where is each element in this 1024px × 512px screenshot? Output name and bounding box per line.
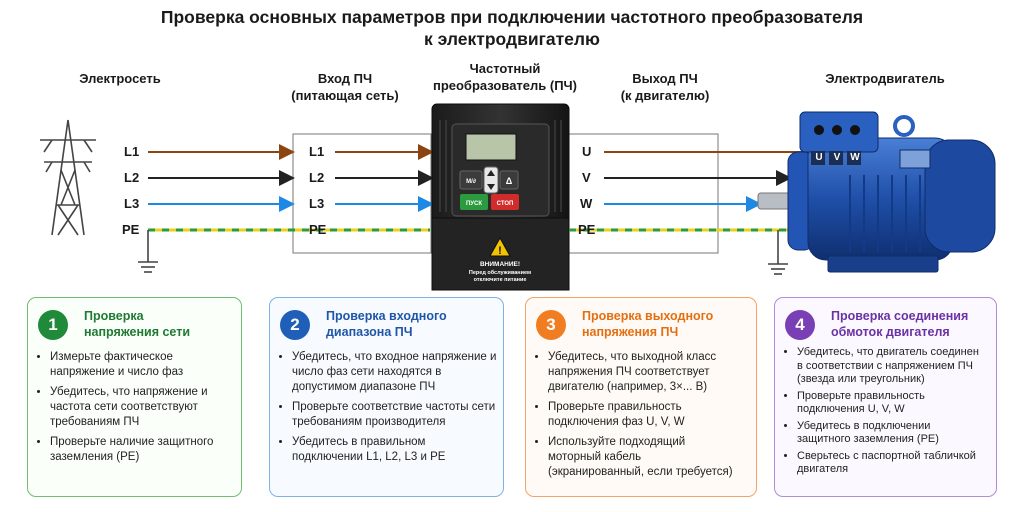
list-item: Убедитесь, что напряжение и частота сети…	[50, 385, 240, 430]
title-line-1: Проверка основных параметров при подключ…	[160, 7, 864, 27]
label-grid-l1: L1	[124, 144, 140, 159]
vfd-mode-label: M/∂	[466, 178, 476, 185]
vfd-stop-button[interactable]	[491, 194, 519, 210]
warning-line-2: Перед обслуживанием	[469, 269, 531, 276]
check-card-3: 3 Проверка выходного напряжения ПЧ Убеди…	[525, 297, 757, 497]
label-input-l3: L3	[309, 196, 325, 211]
vfd-unit: M/∂ Δ ПУСК СТОП ! ВНИМАНИЕ! Перед обслуж…	[431, 103, 570, 291]
vfd-enter-key[interactable]	[499, 170, 519, 190]
list-item: Проверьте наличие защитного заземления (…	[50, 435, 240, 465]
card-title-2-line-2: диапазона ПЧ	[326, 325, 413, 339]
vfd-run-label: ПУСК	[466, 201, 482, 207]
card-title-3-line-2: напряжения ПЧ	[582, 325, 679, 339]
header-input-line-2: (питающая сеть)	[291, 88, 399, 103]
step-number-3: 3	[536, 310, 566, 340]
step-number-2: 2	[280, 310, 310, 340]
list-item: Сверьтесь с паспортной табличкой двигате…	[797, 450, 982, 477]
header-output: Выход ПЧ (к двигателю)	[600, 70, 730, 104]
input-frame	[292, 133, 432, 254]
ground-icon-motor	[768, 230, 788, 275]
vfd-enter-label: Δ	[506, 176, 513, 186]
header-vfd-line-1: Частотный	[469, 61, 541, 76]
list-item: Убедитесь, что входное напряжение и числ…	[292, 350, 497, 395]
list-item: Измерьте фактическое напряжение и число …	[50, 350, 240, 380]
label-output-pe: PE	[578, 222, 596, 237]
card-list-2: Убедитесь, что входное напряжение и числ…	[280, 350, 497, 470]
header-grid: Электросеть	[79, 71, 161, 86]
list-item: Убедитесь в правильном подключении L1, L…	[292, 435, 497, 465]
vfd-run-button[interactable]	[460, 194, 488, 210]
check-card-2: 2 Проверка входного диапазона ПЧ Убедите…	[269, 297, 504, 497]
label-output-v: V	[582, 170, 591, 185]
card-title-1-line-1: Проверка	[84, 309, 144, 323]
terminal-w: W	[850, 152, 860, 163]
power-tower-icon	[40, 119, 96, 236]
card-title-3-line-1: Проверка выходного	[582, 309, 714, 323]
warning-line-1: ВНИМАНИЕ!	[480, 261, 520, 268]
card-title-4: Проверка соединения обмоток двигателя	[831, 308, 968, 340]
terminal-u: U	[815, 152, 823, 163]
header-motor: Электродвигатель	[825, 71, 945, 86]
header-input: Вход ПЧ (питающая сеть)	[270, 70, 420, 104]
label-grid-l2: L2	[124, 170, 140, 185]
card-title-4-line-2: обмоток двигателя	[831, 325, 950, 339]
terminal-v: V	[833, 152, 841, 163]
card-title-1: Проверка напряжения сети	[84, 308, 190, 340]
svg-text:!: !	[498, 245, 502, 257]
ground-icon-grid	[138, 230, 158, 273]
header-vfd: Частотный преобразователь (ПЧ)	[425, 60, 585, 94]
vfd-mode-key[interactable]	[459, 170, 483, 190]
label-grid-l3: L3	[124, 196, 140, 211]
list-item: Убедитесь, что двигатель соединен в соот…	[797, 346, 982, 387]
header-output-line-2: (к двигателю)	[620, 88, 710, 103]
page-title: Проверка основных параметров при подключ…	[0, 6, 1024, 50]
vfd-display	[465, 133, 517, 161]
list-item: Проверьте соответствие частоты сети треб…	[292, 400, 497, 430]
wiring-diagram: M/∂ Δ ПУСК СТОП ! ВНИМАНИЕ! Перед обслуж…	[40, 103, 996, 291]
card-list-1: Измерьте фактическое напряжение и число …	[38, 350, 240, 470]
label-input-l2: L2	[309, 170, 325, 185]
motor-icon	[757, 111, 996, 273]
label-input-pe: PE	[309, 222, 327, 237]
card-list-3: Убедитесь, что выходной класс напряжения…	[536, 350, 738, 485]
check-card-4: 4 Проверка соединения обмоток двигателя …	[774, 297, 997, 497]
check-card-1: 1 Проверка напряжения сети Измерьте факт…	[27, 297, 242, 497]
label-input-l1: L1	[309, 144, 325, 159]
card-title-2-line-1: Проверка входного	[326, 309, 447, 323]
card-title-4-line-1: Проверка соединения	[831, 309, 969, 323]
card-list-4: Убедитесь, что двигатель соединен в соот…	[785, 346, 982, 480]
label-grid-pe: PE	[122, 222, 140, 237]
list-item: Проверьте правильность подключения U, V,…	[797, 390, 982, 417]
header-output-line-1: Выход ПЧ	[632, 71, 698, 86]
card-title-2: Проверка входного диапазона ПЧ	[326, 308, 447, 340]
step-number-4: 4	[785, 310, 815, 340]
header-input-line-1: Вход ПЧ	[317, 71, 373, 86]
title-line-2: к электродвигателю	[424, 29, 600, 49]
label-output-u: U	[582, 144, 592, 159]
list-item: Используйте подходящий моторный кабель (…	[548, 435, 738, 480]
card-title-3: Проверка выходного напряжения ПЧ	[582, 308, 713, 340]
label-output-w: W	[580, 196, 593, 211]
vfd-stop-label: СТОП	[497, 201, 514, 207]
warning-icon	[489, 236, 511, 257]
list-item: Убедитесь в подключении защитного заземл…	[797, 420, 982, 447]
list-item: Проверьте правильность подключения фаз U…	[548, 400, 738, 430]
warning-line-3: отключите питание	[474, 277, 527, 283]
header-vfd-line-2: преобразователь (ПЧ)	[432, 78, 578, 93]
card-title-1-line-2: напряжения сети	[84, 325, 191, 339]
vfd-updown-key[interactable]	[483, 166, 499, 194]
list-item: Убедитесь, что выходной класс напряжения…	[548, 350, 738, 395]
step-number-1: 1	[38, 310, 68, 340]
